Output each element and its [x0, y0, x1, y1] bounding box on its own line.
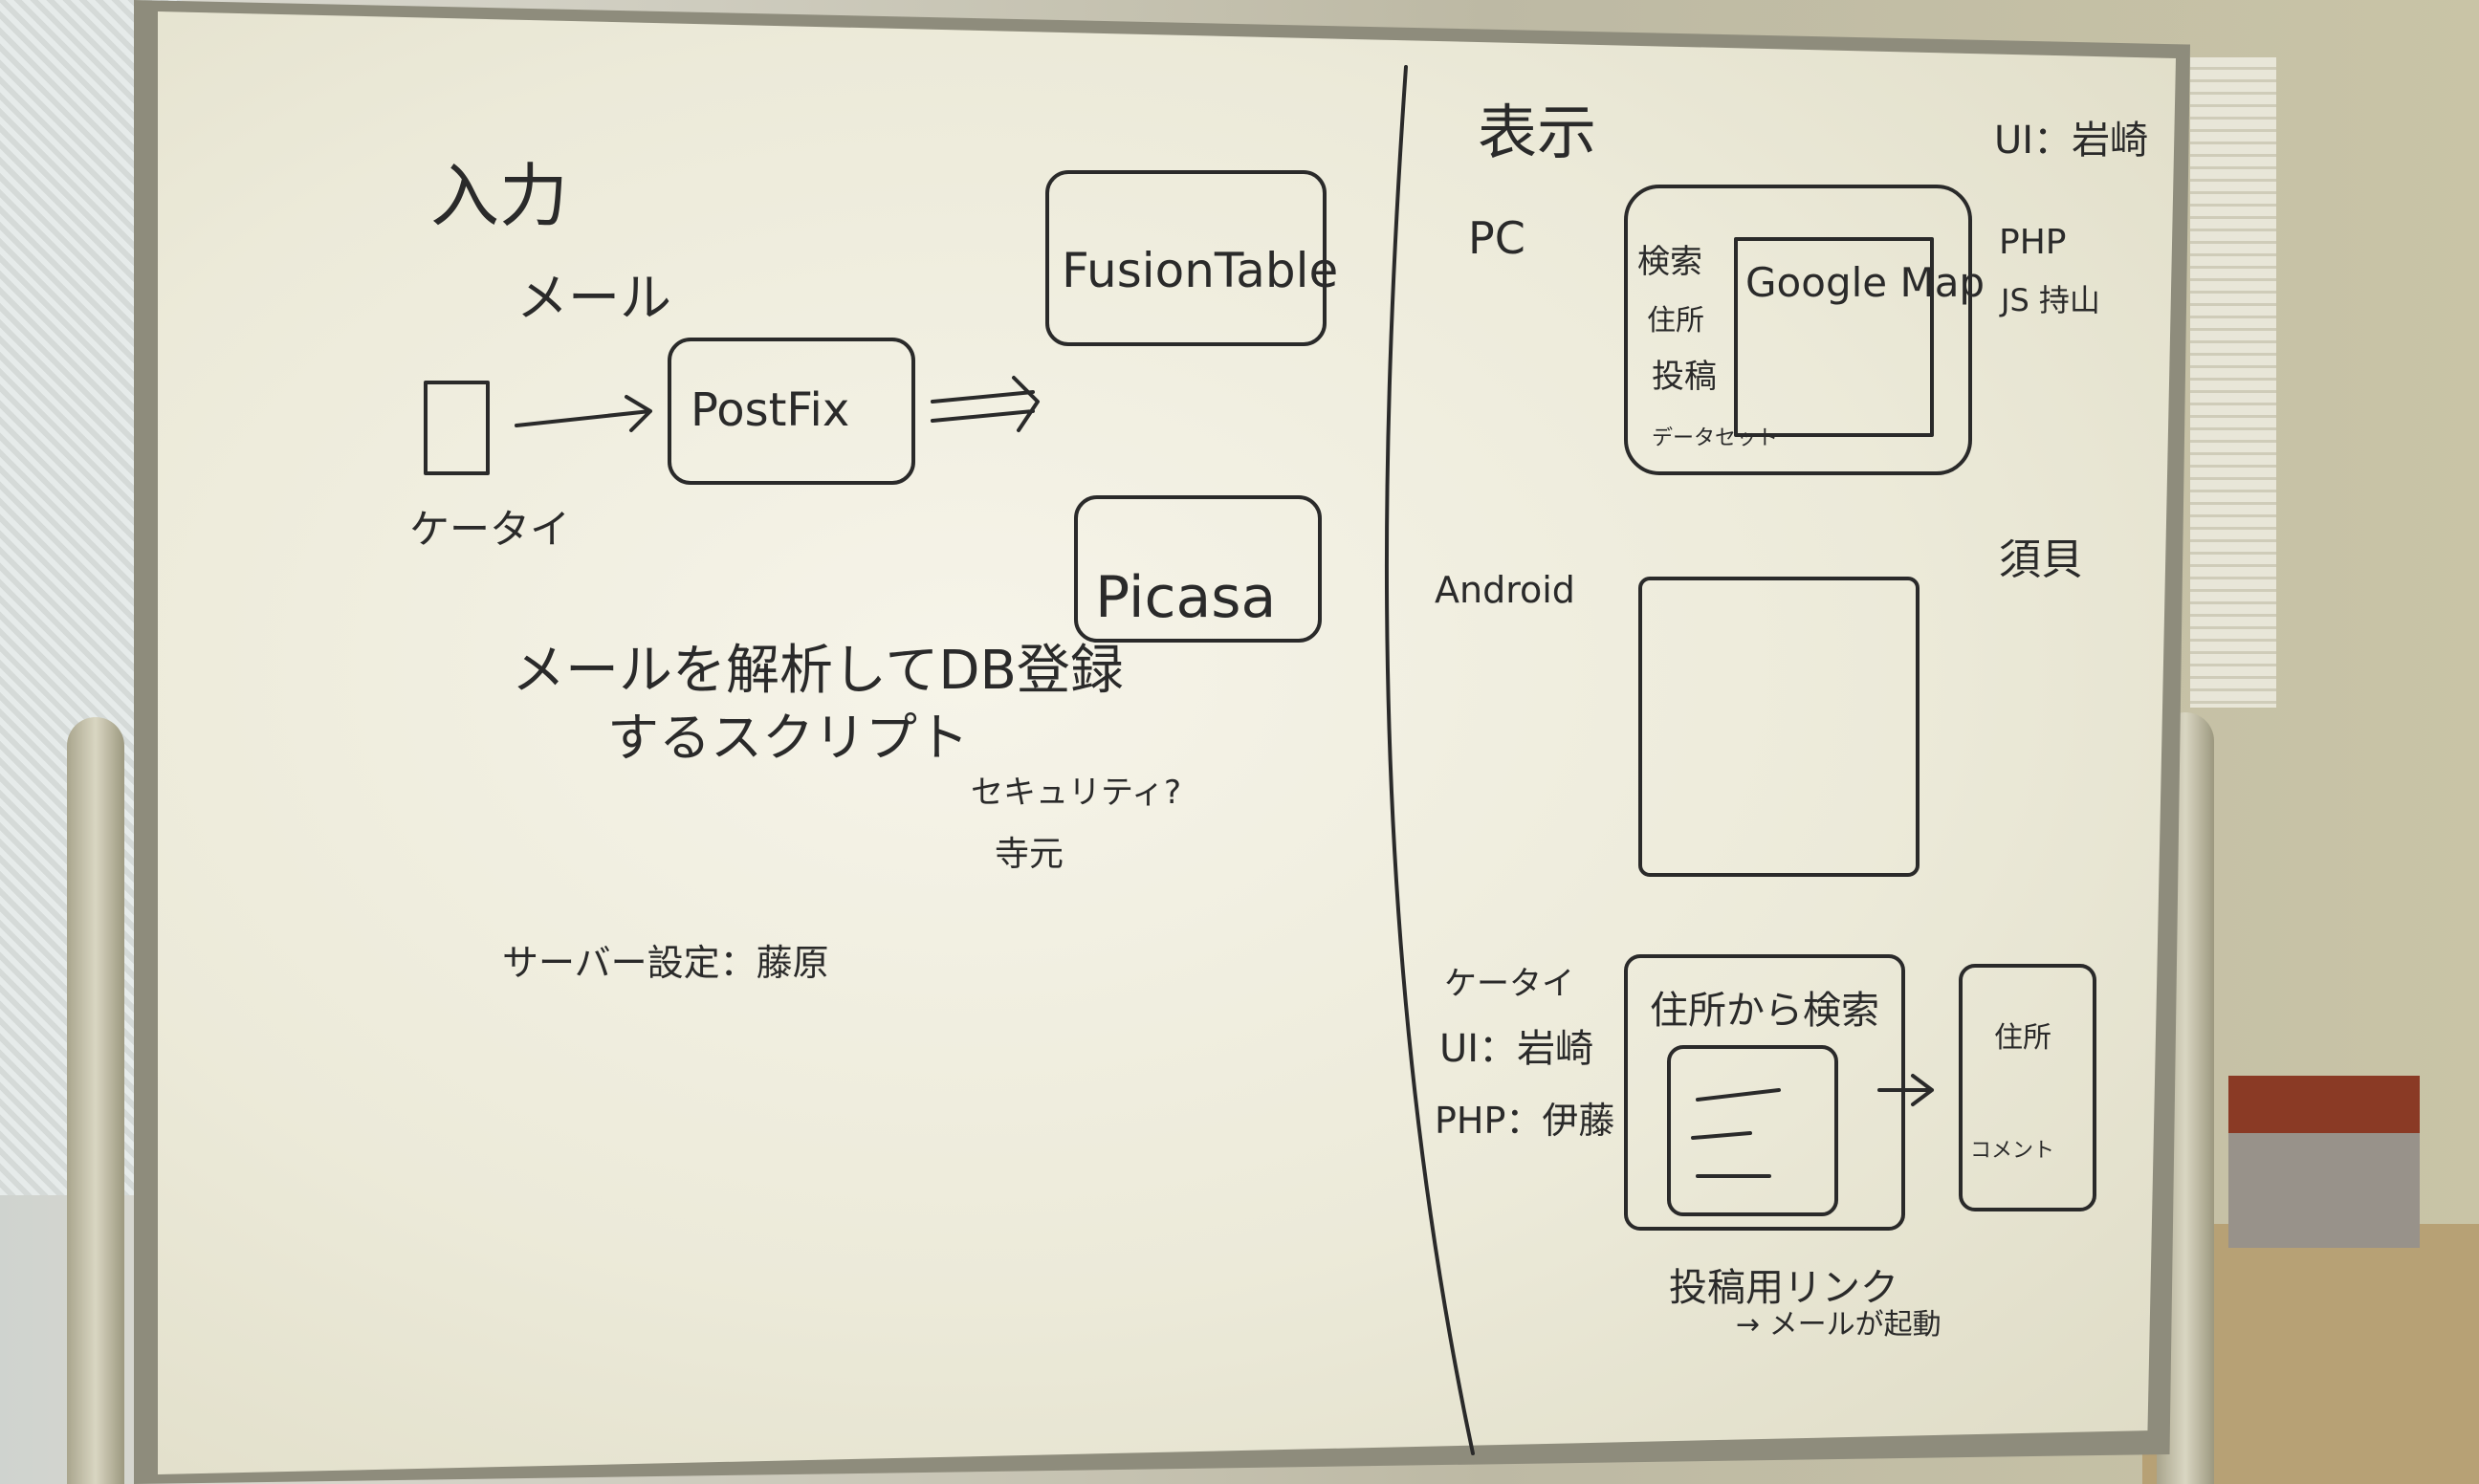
- android-screen-box: [1638, 577, 1920, 877]
- mobile-label: ケータイ: [409, 506, 570, 553]
- search-by-address: 住所から検索: [1650, 989, 1879, 1033]
- mail-launch-label: → メールが起動: [1736, 1308, 1942, 1342]
- input-heading: 入力: [430, 156, 568, 236]
- window-blind: [2190, 57, 2276, 708]
- shelf-top: [2228, 1076, 2420, 1133]
- script-desc-line1: メールを解析してDB登録: [512, 640, 1124, 702]
- list-lines: [1691, 1088, 1781, 1178]
- display-heading: 表示: [1478, 98, 1596, 167]
- keitai-php-owner: PHP：伊藤: [1435, 1100, 1614, 1142]
- stand-leg-left: [67, 717, 124, 1484]
- fusiontable-label: FusionTable: [1062, 243, 1338, 298]
- google-map-box: [1734, 237, 1934, 437]
- pc-menu-address: 住所: [1647, 304, 1704, 338]
- arrow-to-postfix: [515, 395, 652, 432]
- postfix-label: PostFix: [691, 383, 849, 437]
- phone-screen-box: [1959, 964, 2096, 1211]
- ui-owner-label: UI：岩崎: [1994, 119, 2148, 163]
- android-owner: 須貝: [1999, 535, 2083, 584]
- keitai-inner-list: [1667, 1045, 1838, 1216]
- pc-label: PC: [1468, 212, 1525, 264]
- arrow-to-phone: [1877, 1074, 1934, 1106]
- android-label: Android: [1435, 569, 1575, 611]
- keitai-label: ケータイ: [1444, 965, 1574, 1003]
- divider-line: [1384, 65, 1475, 1455]
- keitai-screen-box: [1624, 954, 1905, 1231]
- fusiontable-box: [1045, 170, 1327, 346]
- pc-menu-post: 投稿: [1652, 358, 1717, 396]
- double-arrow-to-storage: [931, 376, 1040, 432]
- phone-screen-top: 住所: [1994, 1021, 2051, 1055]
- post-link-label: 投稿用リンク: [1669, 1266, 1898, 1310]
- keitai-ui-owner: UI：岩崎: [1439, 1027, 1593, 1071]
- postfix-box: [668, 338, 915, 485]
- picasa-label: Picasa: [1095, 564, 1276, 631]
- pc-screen-box: [1624, 185, 1972, 475]
- server-setting: サーバー設定：藤原: [502, 942, 829, 984]
- js-owner-label: JS 持山: [1999, 282, 2100, 318]
- google-map-label: Google Map: [1745, 259, 1985, 306]
- security-question: セキュリティ?: [971, 774, 1181, 812]
- mobile-phone-box: [424, 381, 490, 475]
- pc-menu-search: 検索: [1637, 243, 1702, 281]
- picasa-box: [1074, 495, 1322, 643]
- phone-screen-bottom: コメント: [1970, 1139, 2054, 1163]
- mail-label: メール: [516, 268, 671, 328]
- pc-menu-dataset: データセット: [1652, 426, 1778, 450]
- security-owner: 寺元: [995, 835, 1064, 874]
- script-desc-line2: するスクリプト: [607, 708, 969, 768]
- php-label: PHP: [1999, 223, 2067, 262]
